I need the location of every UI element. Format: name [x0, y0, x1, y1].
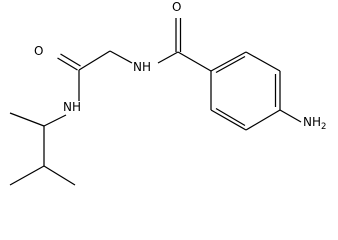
- bond-nh-to-ch: [43, 114, 67, 127]
- atom-o-benzamide: O: [172, 0, 181, 14]
- bond-ch-to-methyl: [9, 112, 45, 127]
- bond-ring-to-nh2: [279, 109, 302, 123]
- bond-isopropyl-left-methyl: [9, 165, 45, 186]
- ring-bond-4: [245, 109, 281, 131]
- bond-nh-to-ch2: [109, 50, 133, 64]
- atom-labels: O O NH NH NH2: [34, 0, 326, 132]
- ring-bond-5: [210, 109, 247, 131]
- bond-lines: [9, 18, 302, 186]
- bond-carbonyl-to-ring: [177, 51, 212, 72]
- bond-isopropyl-right-methyl: [43, 165, 76, 186]
- atom-o-amide: O: [34, 44, 43, 58]
- bond-ch2-to-amide-carbon: [78, 50, 111, 71]
- bond-c-o-amide-b: [60, 53, 81, 67]
- atom-nh2-subscript: 2: [321, 122, 326, 132]
- bond-c-o-amide-a: [57, 57, 78, 71]
- ring-bond-2: [245, 51, 281, 72]
- bond-carbonyl-to-nh: [157, 51, 179, 64]
- atom-nh-alkyl: NH: [63, 100, 81, 114]
- atom-nh2-main: NH: [303, 115, 321, 129]
- ring-bond-5-inner: [215, 107, 246, 127]
- ring-bond-1: [210, 51, 247, 72]
- atom-nh-benzamide: NH: [133, 60, 151, 74]
- atom-nh2-aryl: NH2: [303, 115, 326, 132]
- molecule-structure-diagram: O O NH NH NH2: [9, 0, 326, 186]
- ring-bond-1-inner: [215, 55, 246, 74]
